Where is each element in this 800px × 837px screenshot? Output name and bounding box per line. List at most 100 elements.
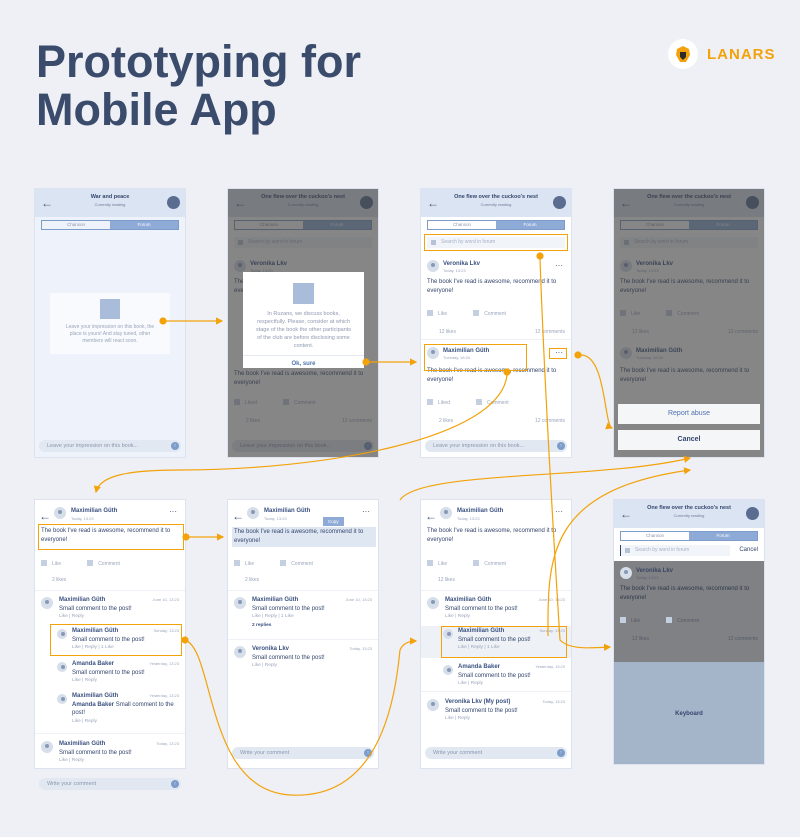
tab-chanson[interactable]: Chanson: [452, 222, 471, 227]
avatar: [41, 597, 53, 609]
search-input[interactable]: Search by word in forum: [427, 237, 565, 248]
like-button[interactable]: Like: [41, 560, 61, 567]
reply-link[interactable]: Reply: [470, 645, 483, 650]
back-arrow-icon[interactable]: ←: [41, 196, 53, 210]
comment-text: Small comment to the post!: [59, 750, 132, 756]
comment-input[interactable]: Write your comment ↑: [39, 778, 181, 790]
more-icon[interactable]: ···: [555, 507, 563, 516]
like-button[interactable]: Like: [427, 560, 447, 567]
post-author[interactable]: Veronika Lkv: [443, 261, 481, 267]
reply-link[interactable]: Reply: [457, 716, 470, 721]
like-link[interactable]: Like: [72, 645, 81, 650]
avatar[interactable]: [553, 196, 566, 209]
reply-link[interactable]: Reply: [457, 614, 470, 619]
like-link[interactable]: Like: [458, 645, 467, 650]
send-icon[interactable]: ↑: [557, 749, 565, 757]
like-button[interactable]: Like: [427, 310, 447, 317]
tab-chanson[interactable]: Chanson: [645, 533, 664, 538]
keyboard[interactable]: Keyboard: [614, 662, 764, 764]
tab-chanson[interactable]: Chanson: [66, 222, 85, 227]
comment-input[interactable]: Write your comment ↑: [425, 747, 567, 759]
more-icon[interactable]: ···: [362, 507, 370, 516]
post-author[interactable]: Maximilian Güth: [457, 508, 504, 514]
search-cancel-button[interactable]: Cancel: [739, 547, 758, 553]
avatar: [54, 507, 66, 519]
comment-author[interactable]: Maximilian Güth: [59, 741, 106, 747]
post-text[interactable]: The book I've read is awesome, recommend…: [232, 527, 376, 547]
comment-author[interactable]: Maximilian Güth: [252, 597, 299, 603]
send-icon[interactable]: ↑: [171, 442, 179, 450]
copy-button[interactable]: Copy: [323, 517, 344, 526]
reply-link[interactable]: Reply: [71, 758, 84, 763]
comment-button[interactable]: Comment: [473, 560, 506, 567]
comment-input[interactable]: Write your comment ↑: [232, 747, 374, 759]
like-button[interactable]: Liked: [427, 399, 450, 406]
send-icon[interactable]: ↑: [171, 780, 179, 788]
comment-author[interactable]: Amanda Baker: [72, 661, 115, 667]
back-arrow-icon[interactable]: ←: [427, 196, 439, 210]
comment-author[interactable]: Amanda Baker: [458, 664, 501, 670]
highlight-reply: [441, 626, 567, 658]
back-arrow-icon[interactable]: ←: [39, 509, 51, 523]
like-button[interactable]: Like: [234, 560, 254, 567]
search-input-focused[interactable]: Search by word in forum: [620, 545, 730, 556]
divider: [35, 733, 185, 734]
tab-forum[interactable]: Forum: [689, 532, 757, 540]
cancel-button[interactable]: Cancel: [618, 430, 760, 450]
reply-link[interactable]: Reply: [264, 663, 277, 668]
comment-button[interactable]: Comment: [473, 310, 506, 317]
avatar[interactable]: [167, 196, 180, 209]
comment-body: Small comment to the post!: [72, 702, 174, 716]
replies-link[interactable]: 2 replies: [252, 623, 272, 628]
like-link[interactable]: Like: [445, 716, 454, 721]
reply-link[interactable]: Reply: [84, 678, 97, 683]
comment-button[interactable]: Comment: [476, 399, 509, 406]
comment-input[interactable]: Leave your impression on this book... ↑: [39, 440, 181, 452]
reply-link[interactable]: Reply: [470, 681, 483, 686]
more-icon[interactable]: ···: [169, 507, 177, 516]
reply-link[interactable]: Reply: [264, 614, 277, 619]
more-icon[interactable]: ···: [555, 261, 563, 270]
post-author[interactable]: Maximilian Güth: [264, 508, 311, 514]
tab-forum[interactable]: Forum: [110, 221, 178, 229]
ok-button[interactable]: Ok, sure: [243, 355, 364, 367]
comment-input[interactable]: Leave your impression on this book... ↑: [425, 440, 567, 452]
like-link[interactable]: Like: [72, 719, 81, 724]
reply-link[interactable]: Reply: [71, 614, 84, 619]
comment-author[interactable]: Maximilian Güth: [445, 597, 492, 603]
send-icon[interactable]: ↑: [364, 749, 372, 757]
like-link[interactable]: Like: [59, 758, 68, 763]
comment-author[interactable]: Maximilian Güth: [72, 628, 119, 634]
like-link[interactable]: Like: [72, 678, 81, 683]
like-link[interactable]: Like: [59, 614, 68, 619]
like-link[interactable]: Like: [252, 614, 261, 619]
report-abuse-button[interactable]: Report abuse: [618, 404, 760, 424]
avatar[interactable]: [746, 507, 759, 520]
back-arrow-icon[interactable]: ←: [232, 509, 244, 523]
comment-author[interactable]: Maximilian Güth: [458, 628, 505, 634]
comment-author[interactable]: Veronika Lkv (My post): [445, 699, 511, 705]
mention[interactable]: Amanda Baker: [72, 702, 115, 708]
like-link[interactable]: Like: [252, 663, 261, 668]
comment-button[interactable]: Comment: [280, 560, 313, 567]
post-author[interactable]: Maximilian Güth: [443, 348, 490, 354]
comment-author[interactable]: Maximilian Güth: [72, 693, 119, 699]
post-date: Today, 13:23: [636, 575, 659, 580]
arrow-4-to-6-cancel: [399, 455, 692, 501]
comment-button: Comment: [666, 617, 699, 624]
send-icon[interactable]: ↑: [557, 442, 565, 450]
reply-link[interactable]: Reply: [84, 645, 97, 650]
like-link[interactable]: Like: [458, 681, 467, 686]
post-author[interactable]: Maximilian Güth: [71, 508, 118, 514]
highlight-reply: [50, 624, 182, 656]
arrow-5-to-6: [182, 533, 225, 541]
like-link[interactable]: Like: [445, 614, 454, 619]
comment-author[interactable]: Maximilian Güth: [59, 597, 106, 603]
back-arrow-icon[interactable]: ←: [425, 509, 437, 523]
tab-forum[interactable]: Forum: [496, 221, 564, 229]
comment-author[interactable]: Veronika Lkv: [252, 646, 290, 652]
post-actions: Liked Comment: [427, 399, 509, 406]
avatar: [57, 662, 67, 672]
reply-link[interactable]: Reply: [84, 719, 97, 724]
comment-button[interactable]: Comment: [87, 560, 120, 567]
